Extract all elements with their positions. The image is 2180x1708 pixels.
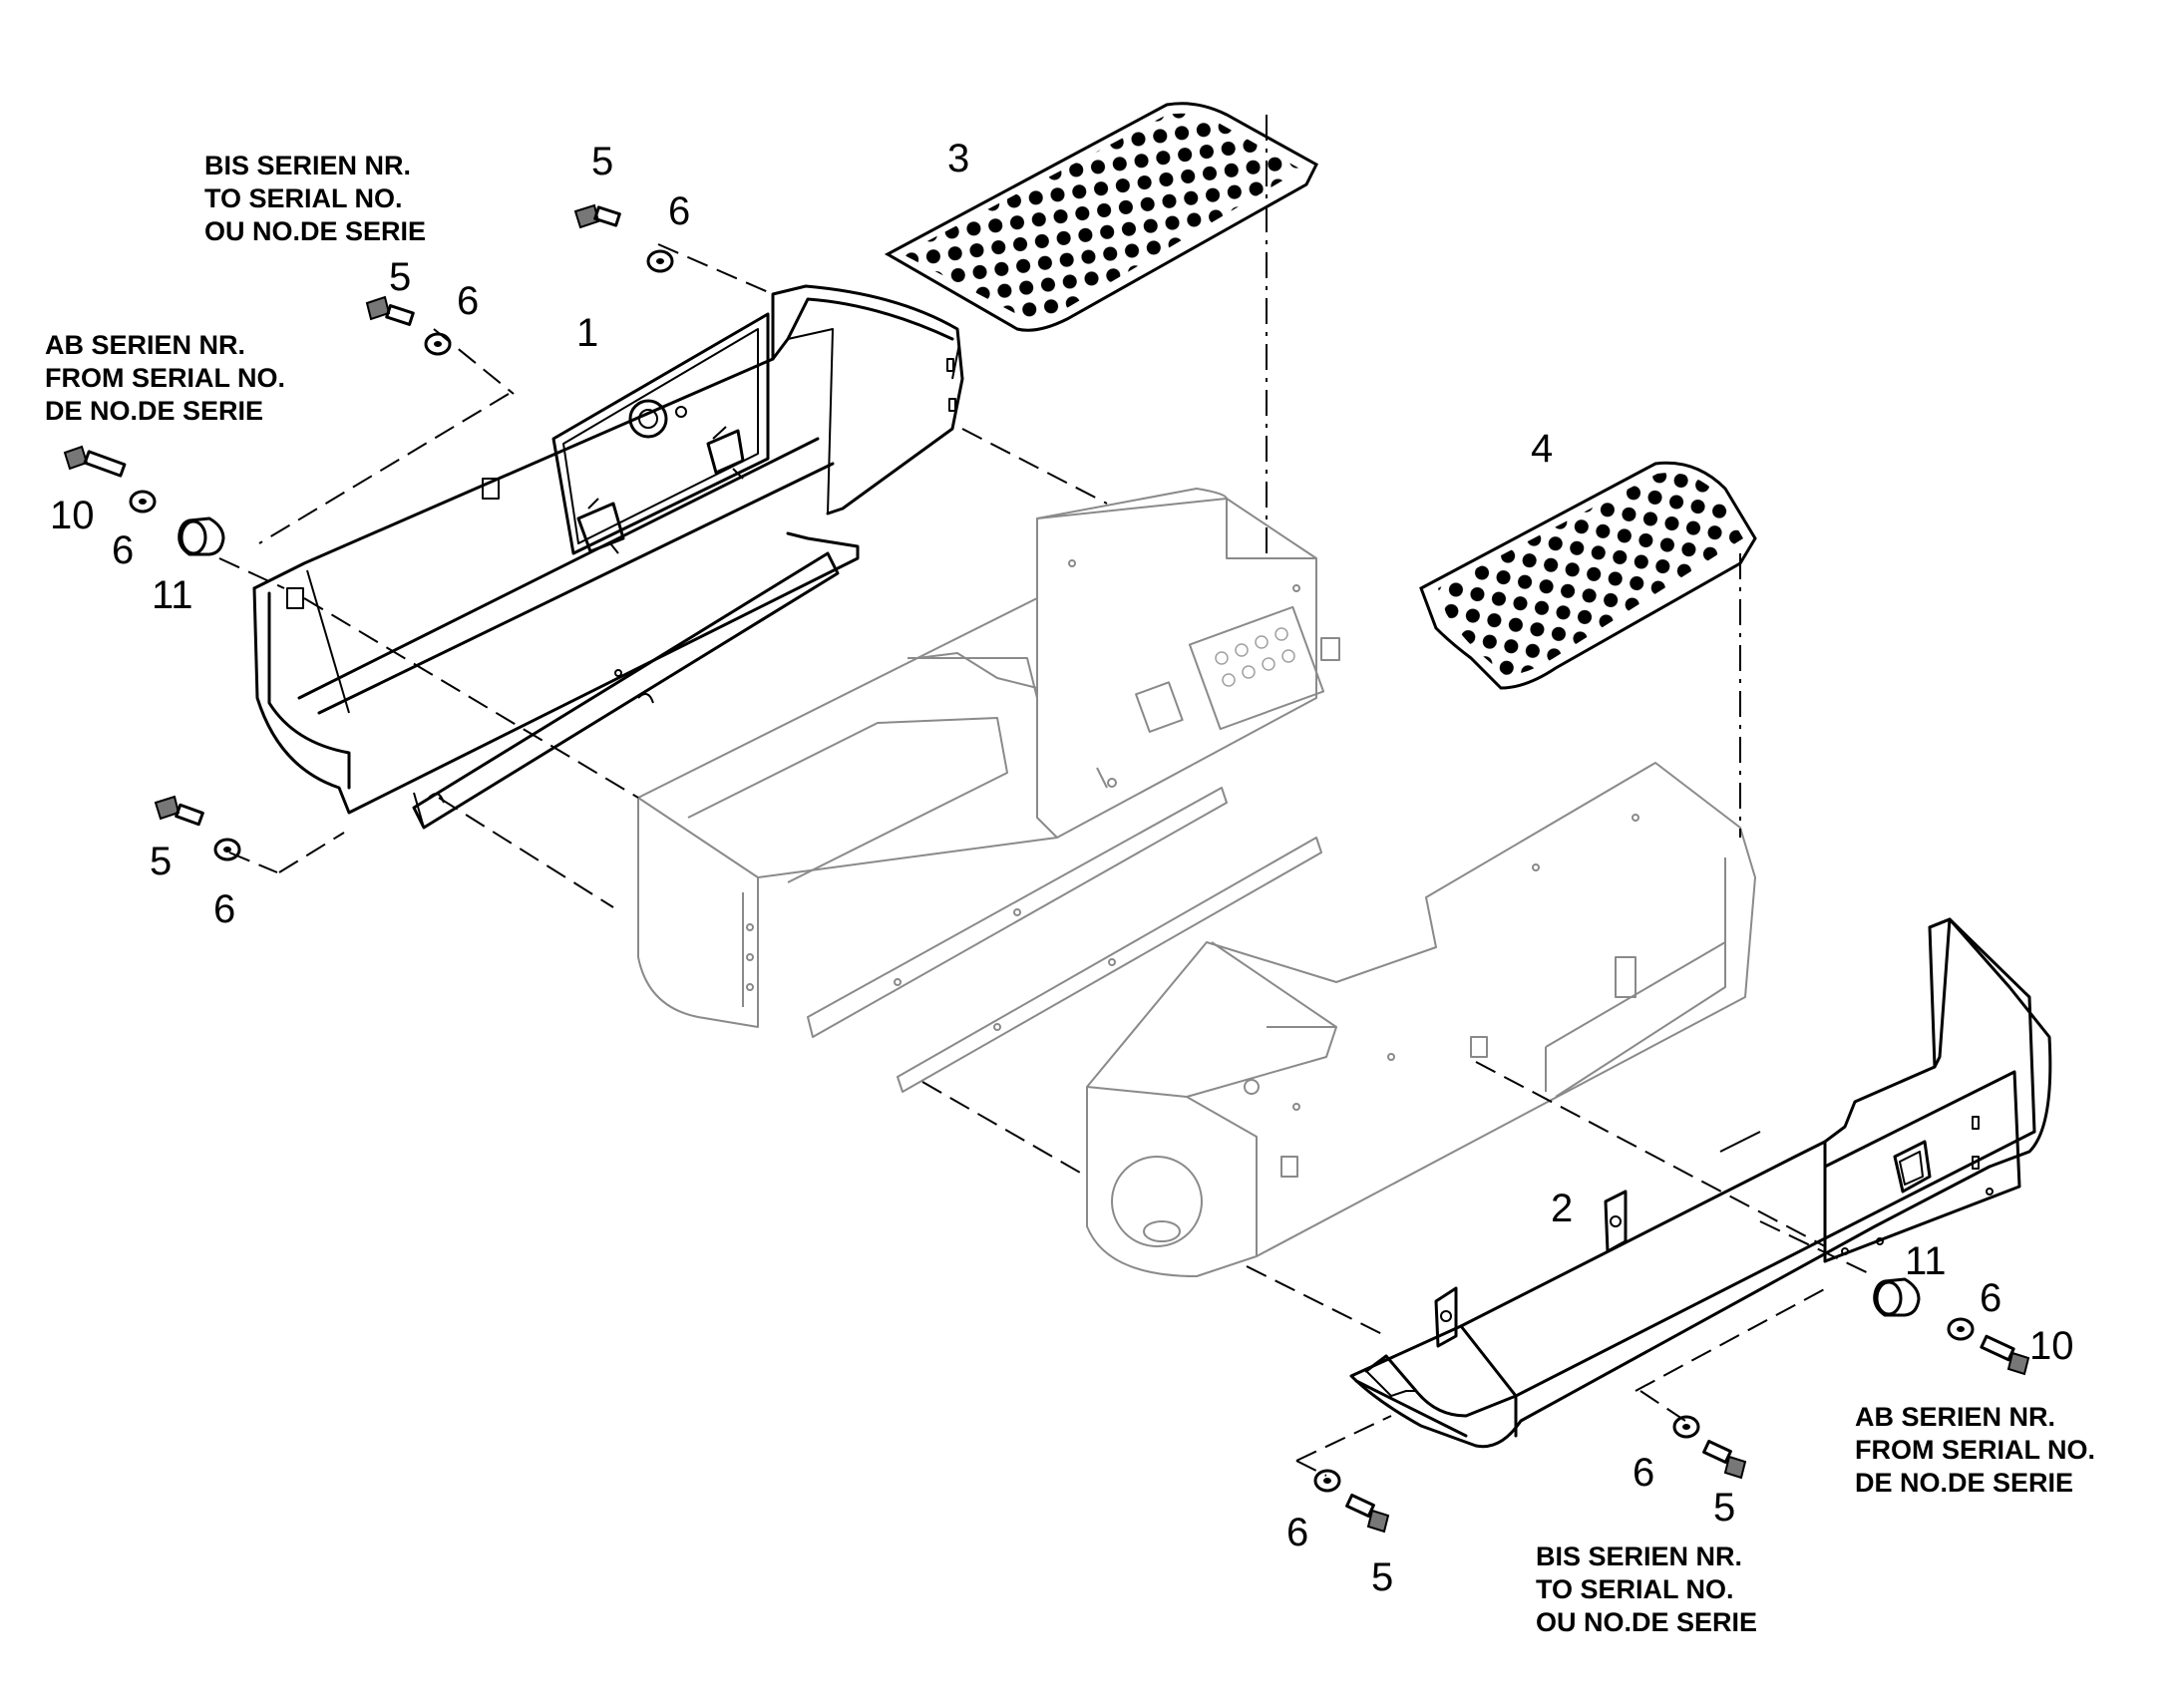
note-line: TO SERIAL NO.: [204, 183, 403, 213]
leader-lines: [218, 115, 1876, 1477]
washer-6-top: [646, 249, 674, 273]
note-from-serial-right: AB SERIEN NR. FROM SERIAL NO. DE NO.DE S…: [1855, 1402, 2095, 1498]
callout-6-left: 6: [112, 528, 134, 572]
note-line: BIS SERIEN NR.: [1536, 1541, 1742, 1571]
bolt-10-right: [1980, 1334, 2030, 1376]
washer-6-lower: [213, 838, 241, 861]
perforated-plate-part-4: [1419, 461, 1757, 690]
screw-5-bottom: [1345, 1493, 1390, 1534]
callout-11-right: 11: [1905, 1239, 1947, 1283]
callout-6-right: 6: [1980, 1276, 2001, 1320]
note-from-serial-left: AB SERIEN NR. FROM SERIAL NO. DE NO.DE S…: [45, 330, 285, 426]
spacer-11-right: [1873, 1277, 1921, 1317]
spacer-11-left: [178, 516, 225, 556]
chassis-connector-block: [1215, 627, 1295, 687]
note-line: DE NO.DE SERIE: [45, 396, 263, 426]
callout-2: 2: [1551, 1187, 1573, 1230]
chassis-frame-right: [1086, 762, 1756, 1277]
washer-6-left: [129, 490, 157, 513]
callout-4: 4: [1531, 427, 1553, 471]
washer-6-right: [1947, 1317, 1975, 1341]
note-to-serial-top: BIS SERIEN NR. TO SERIAL NO. OU NO.DE SE…: [204, 151, 426, 246]
perforated-plate-part-3: [884, 102, 1318, 332]
note-line: DE NO.DE SERIE: [1855, 1468, 2073, 1498]
callout-3: 3: [947, 137, 969, 180]
screw-5-lower: [154, 795, 204, 827]
note-to-serial-bottom: BIS SERIEN NR. TO SERIAL NO. OU NO.DE SE…: [1536, 1541, 1757, 1637]
screw-5-bottom-right: [1702, 1439, 1747, 1480]
callout-5-lower: 5: [150, 840, 172, 883]
chassis-rail-lower: [897, 837, 1322, 1093]
washer-6-bottom: [1313, 1469, 1341, 1493]
note-line: FROM SERIAL NO.: [1855, 1435, 2095, 1465]
note-line: OU NO.DE SERIE: [204, 216, 426, 246]
washer-6-upper: [424, 332, 452, 356]
callout-labels: 3 5 6 5 6 1 10 6 11 5 6 4 2 11 6 10 6 5 …: [50, 137, 2074, 1599]
note-line: FROM SERIAL NO.: [45, 363, 285, 393]
callout-10-right: 10: [2029, 1324, 2074, 1368]
callout-5-upper: 5: [389, 255, 411, 299]
callout-5-top: 5: [591, 140, 613, 183]
screw-5-top: [573, 203, 621, 229]
callout-5-bottom: 5: [1371, 1555, 1393, 1599]
callout-6-upper: 6: [457, 279, 479, 323]
cover-right-access-door: [1823, 1070, 2021, 1263]
callout-6-bottom-right: 6: [1633, 1451, 1654, 1495]
cover-right-part-2: [1349, 917, 2052, 1449]
cover-left-access-door: [551, 312, 770, 555]
chassis-frame-left: [637, 488, 1340, 1028]
callout-11-left: 11: [152, 573, 193, 617]
callout-6-top: 6: [668, 189, 690, 233]
note-line: AB SERIEN NR.: [45, 330, 245, 360]
note-line: BIS SERIEN NR.: [204, 151, 411, 180]
callout-6-lower: 6: [213, 887, 235, 931]
note-line: TO SERIAL NO.: [1536, 1574, 1734, 1604]
note-line: AB SERIEN NR.: [1855, 1402, 2055, 1432]
washer-6-bottom-right: [1672, 1415, 1700, 1439]
callout-5-bottom-right: 5: [1713, 1486, 1735, 1530]
note-line: OU NO.DE SERIE: [1536, 1607, 1757, 1637]
chassis-rail-upper: [807, 787, 1228, 1038]
cover-left-part-1: [252, 284, 964, 830]
callout-10-left: 10: [50, 494, 95, 537]
callout-1: 1: [576, 311, 598, 355]
callout-6-bottom: 6: [1286, 1511, 1308, 1554]
bolt-10-left: [63, 445, 127, 478]
screw-5-upper: [365, 295, 415, 326]
